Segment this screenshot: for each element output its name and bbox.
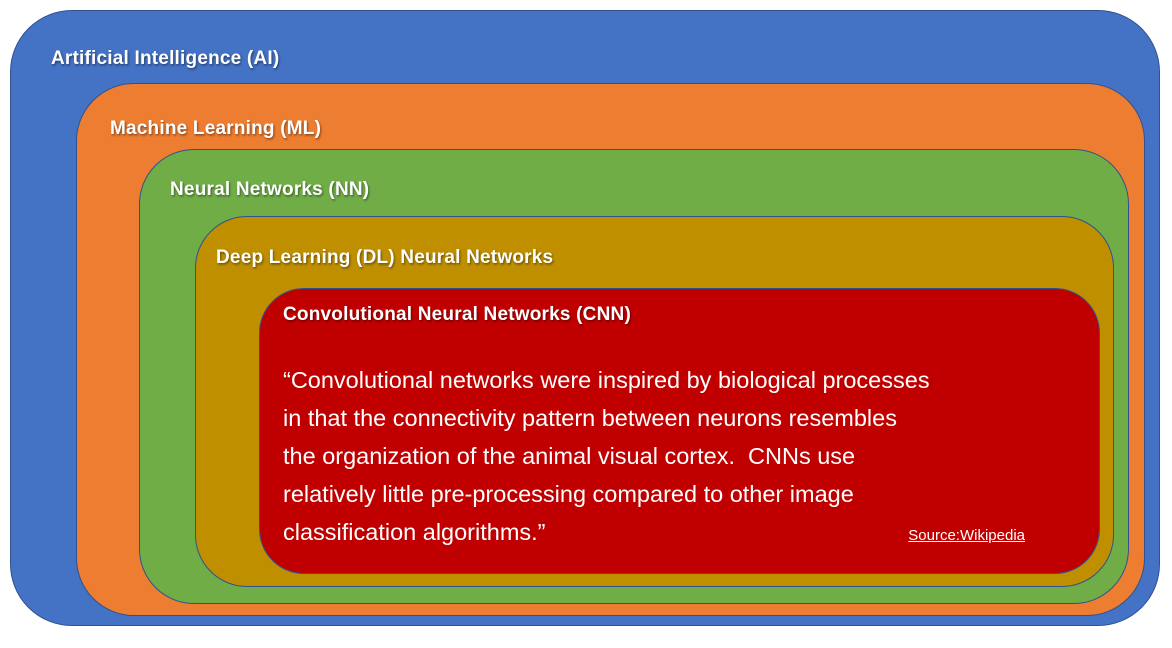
layer-neural-networks: Neural Networks (NN) Deep Learning (DL) …: [139, 149, 1129, 604]
cnn-quote: “Convolutional networks were inspired by…: [283, 361, 930, 551]
cnn-quote-line: classification algorithms.”: [283, 519, 546, 545]
layer-machine-learning-label: Machine Learning (ML): [110, 118, 322, 139]
layer-neural-networks-label: Neural Networks (NN): [170, 179, 370, 200]
cnn-quote-line: in that the connectivity pattern between…: [283, 405, 897, 431]
source-wikipedia-link[interactable]: Source:Wikipedia: [908, 527, 1025, 544]
layer-machine-learning: Machine Learning (ML) Neural Networks (N…: [76, 83, 1145, 616]
cnn-quote-line: the organization of the animal visual co…: [283, 443, 856, 469]
layer-artificial-intelligence: Artificial Intelligence (AI) Machine Lea…: [10, 10, 1160, 626]
layer-convolutional-neural-networks: Convolutional Neural Networks (CNN) “Con…: [259, 288, 1100, 574]
cnn-quote-line: relatively little pre-processing compare…: [283, 481, 854, 507]
layer-cnn-label: Convolutional Neural Networks (CNN): [283, 304, 631, 325]
layer-deep-learning: Deep Learning (DL) Neural Networks Convo…: [195, 216, 1114, 587]
layer-artificial-intelligence-label: Artificial Intelligence (AI): [51, 48, 280, 69]
layer-deep-learning-label: Deep Learning (DL) Neural Networks: [216, 247, 554, 268]
cnn-quote-line: “Convolutional networks were inspired by…: [283, 367, 930, 393]
